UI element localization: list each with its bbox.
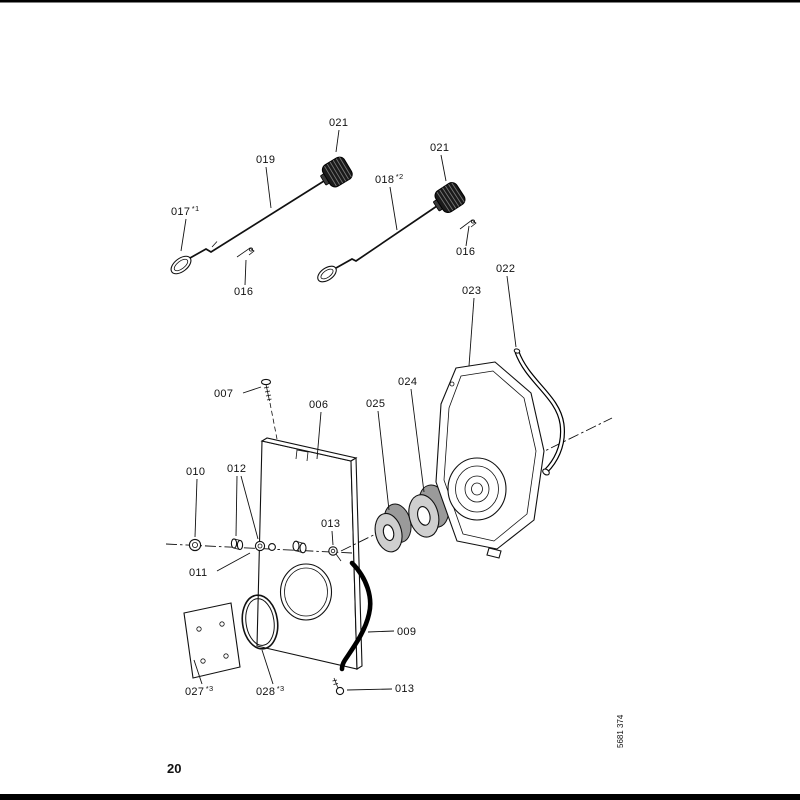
part-oring-028: [241, 594, 279, 650]
callout-018: 018*2: [375, 172, 403, 186]
leader-007: [242, 386, 262, 394]
part-seal-009: [339, 560, 373, 672]
leader-025: [377, 410, 390, 511]
part-grommet-010: [188, 538, 202, 552]
leader-022: [506, 275, 517, 348]
part-washer-012: [254, 540, 266, 552]
cover-outline: [435, 361, 545, 550]
callout-027: 027*3: [185, 684, 213, 698]
callout-017: 017*1: [171, 204, 199, 218]
callout-025: 025: [366, 398, 385, 410]
part-cover-023: [435, 361, 545, 559]
callout-labels: 021 019 017*1 016 018*2 021 016 022 023 …: [171, 117, 515, 698]
part-loop-017: [170, 255, 192, 275]
part-loop-018: [317, 265, 337, 283]
callout-027-number: 027: [185, 686, 204, 698]
callout-021-first: 021: [329, 117, 348, 129]
leader-016-second: [465, 225, 470, 247]
callout-028-number: 028: [256, 686, 275, 698]
callout-028: 028*3: [256, 684, 284, 698]
plate-front-face: [256, 440, 358, 670]
part-screw-013-second: [332, 677, 345, 696]
leader-006: [316, 411, 322, 460]
callout-016-first: 016: [234, 286, 253, 298]
callout-018-number: 018: [375, 174, 394, 186]
callout-019: 019: [256, 154, 275, 166]
callout-016-second: 016: [456, 246, 475, 258]
page-number: 20: [167, 761, 181, 776]
leader-lines: [180, 129, 517, 691]
cover-center-boss: [447, 457, 507, 521]
part-cable-019: [170, 156, 353, 275]
part-plate-006: [256, 437, 363, 670]
rod-019: [189, 180, 325, 259]
knob-021-first: [320, 156, 353, 188]
leader-017: [180, 218, 187, 252]
part-cable-018: [317, 182, 466, 283]
leader-011: [216, 552, 251, 572]
callout-027-footnote: *3: [206, 684, 214, 693]
leader-023: [468, 297, 475, 367]
callout-010: 010: [186, 466, 205, 478]
part-washer-025: [374, 503, 412, 553]
callout-017-footnote: *1: [192, 204, 200, 213]
callout-022: 022: [496, 263, 515, 275]
callout-009: 009: [397, 626, 416, 638]
callout-018-footnote: *2: [396, 172, 404, 181]
leader-024: [410, 388, 425, 493]
leader-010: [194, 478, 198, 538]
screw-axis-line: [269, 402, 278, 440]
part-pipe-022: [513, 348, 565, 476]
leader-013-second: [346, 688, 393, 691]
leader-019: [265, 166, 272, 209]
part-spacer-011: [230, 538, 244, 551]
leader-018: [389, 186, 398, 231]
part-screw-007: [260, 378, 278, 440]
callout-006: 006: [309, 399, 328, 411]
callout-021-second: 021: [430, 142, 449, 154]
plate-burner-opening: [279, 563, 333, 621]
leader-016-first: [244, 259, 247, 286]
page-edge-top: [0, 0, 800, 3]
leader-028: [261, 649, 274, 685]
plate-hole-details: [268, 540, 307, 554]
part-plate-027: [183, 602, 241, 679]
page-edge-bottom: [0, 794, 800, 800]
document-code: 5681 374: [616, 714, 625, 748]
leader-013-first: [331, 530, 334, 546]
rod-018: [335, 205, 438, 269]
callout-023: 023: [462, 285, 481, 297]
callout-012: 012: [227, 463, 246, 475]
callout-024: 024: [398, 376, 417, 388]
leader-012-a: [235, 475, 238, 537]
part-screw-013-first: [328, 546, 342, 562]
callout-013-first: 013: [321, 518, 340, 530]
callout-028-footnote: *3: [277, 684, 285, 693]
callout-007: 007: [214, 388, 233, 400]
leader-021-second: [440, 154, 447, 182]
part-clip-016-second: [459, 219, 477, 230]
leader-009: [367, 630, 395, 633]
leader-027: [193, 659, 203, 685]
callout-011: 011: [189, 567, 207, 579]
leader-012-b: [240, 475, 259, 540]
part-clip-016-first: [236, 247, 255, 258]
callout-017-number: 017: [171, 206, 190, 218]
callout-013-second: 013: [395, 683, 414, 695]
leader-021-first: [335, 129, 340, 153]
knob-021-second: [433, 182, 466, 214]
